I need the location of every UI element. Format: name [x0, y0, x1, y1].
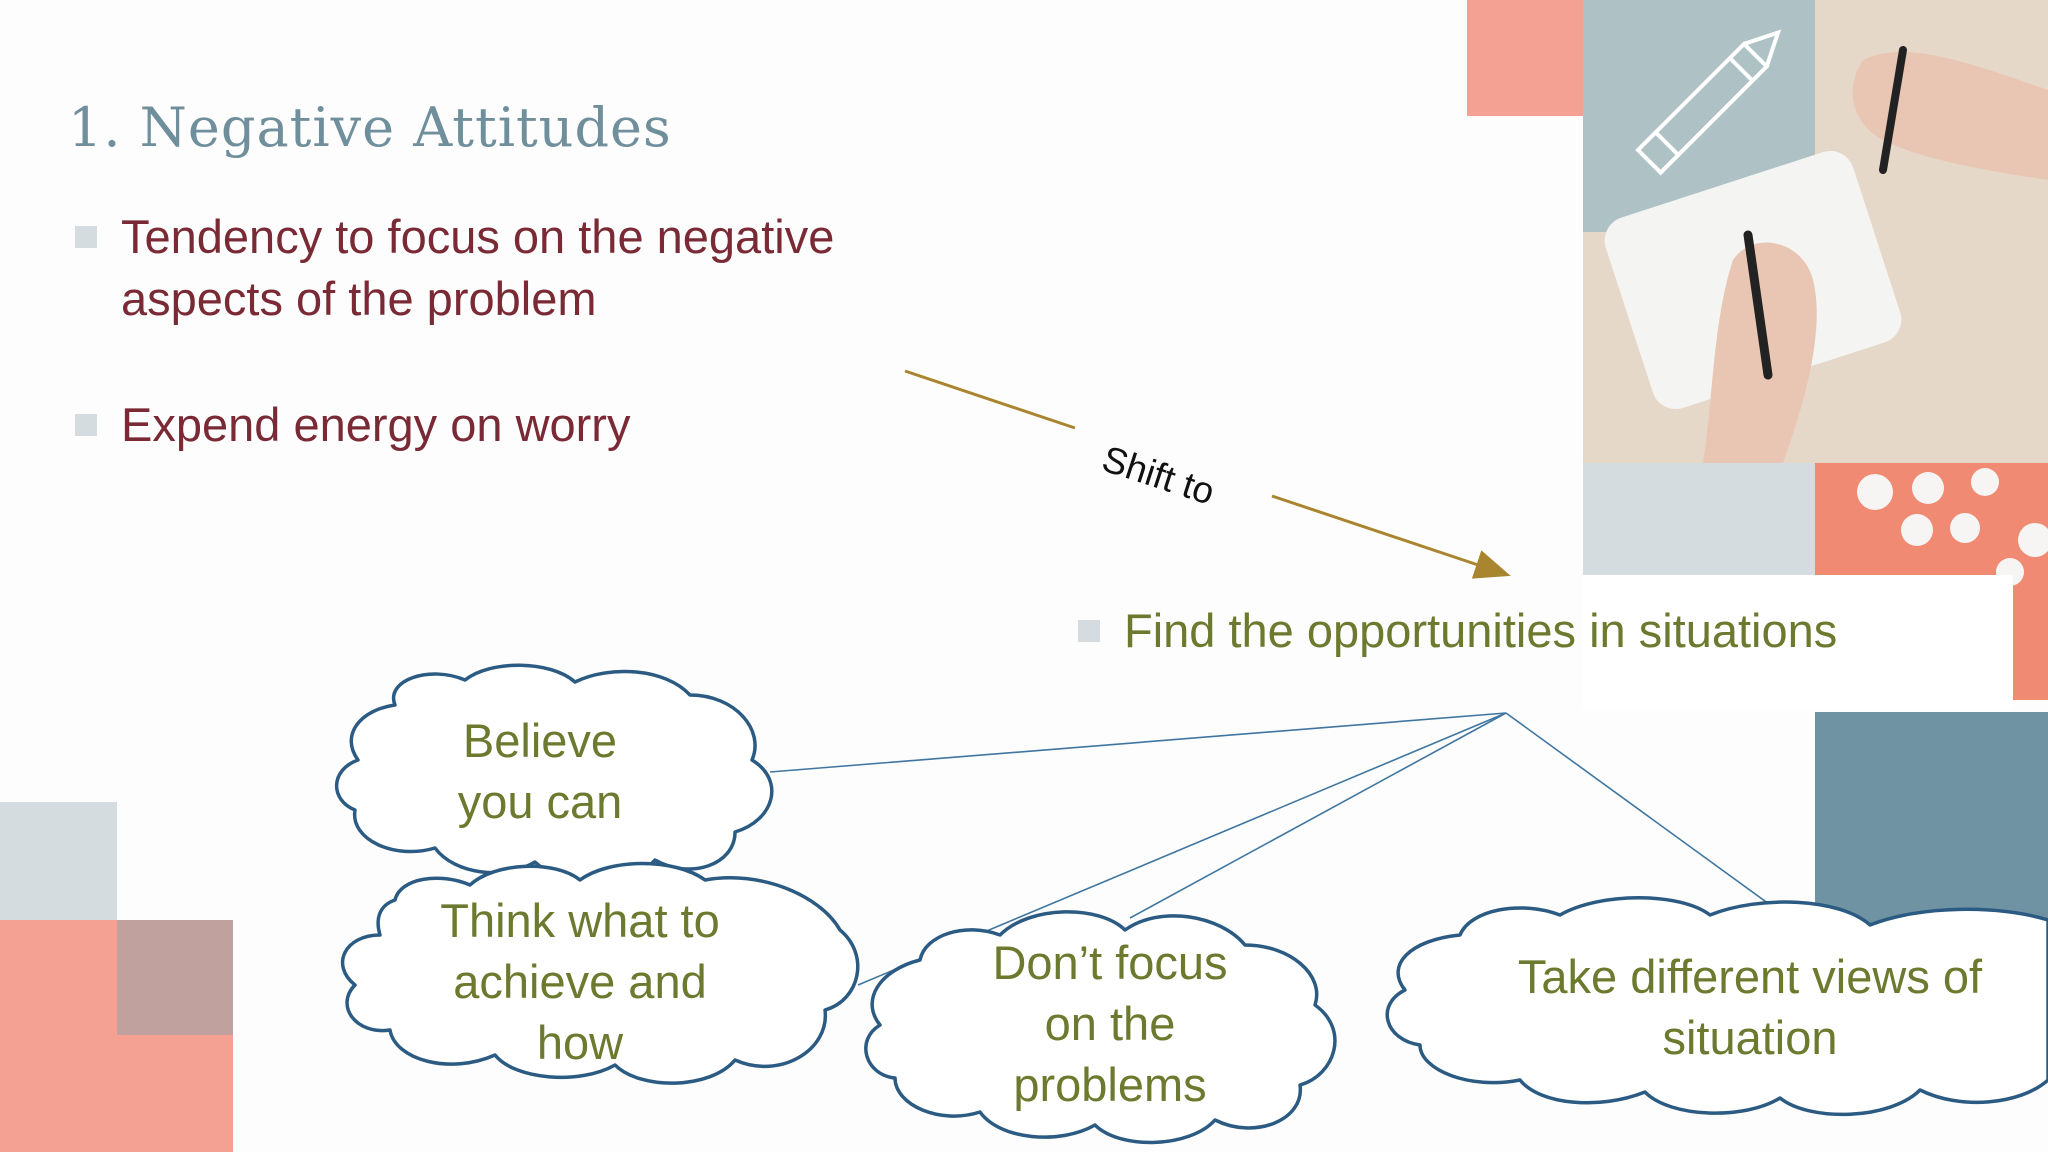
bullet-square-icon — [1078, 620, 1100, 642]
cloud-label-believe: Believe you can — [457, 714, 623, 828]
bullet-item: Expend energy on worry — [75, 394, 935, 456]
shift-arrow-segment-2 — [1271, 494, 1511, 579]
cloud-take-views — [1385, 896, 2048, 1117]
connector-line — [769, 712, 1507, 773]
cloud-believe — [334, 663, 774, 884]
decor-pale-left — [0, 802, 117, 920]
cloud-think — [340, 861, 860, 1085]
target-bullet: Find the opportunities in situations — [1078, 600, 1837, 662]
decor-slate-right — [1815, 712, 2048, 928]
photo-art — [1583, 0, 2048, 463]
bullet-item: Tendency to focus on the negative aspect… — [75, 206, 935, 330]
target-bullet-text: Find the opportunities in situations — [1124, 604, 1838, 657]
slide-title: 1. Negative Attitudes — [68, 96, 672, 159]
bullet-text: Expend energy on worry — [121, 398, 631, 451]
bullet-square-icon — [75, 414, 97, 436]
hands-writing-photo — [1583, 0, 2048, 463]
decor-salmon-top — [1467, 0, 1587, 116]
cloud-label-take-views: Take different views of situation — [1517, 950, 1983, 1064]
connector-line — [1505, 712, 1781, 913]
cloud-label-dont-focus: Don’t focus on the problems — [992, 936, 1228, 1111]
cloud-dont-focus — [864, 910, 1337, 1145]
cloud-label-think: Think what to achieve and how — [440, 894, 720, 1069]
connector-line — [1129, 712, 1507, 919]
shift-arrow-segment-1 — [904, 369, 1076, 430]
bullet-text: Tendency to focus on the negative aspect… — [121, 210, 835, 325]
bullet-square-icon — [75, 226, 97, 248]
decor-mauve-left — [117, 920, 233, 1035]
pencil-icon — [1635, 29, 1782, 176]
decor-pale-right — [1583, 460, 1818, 575]
